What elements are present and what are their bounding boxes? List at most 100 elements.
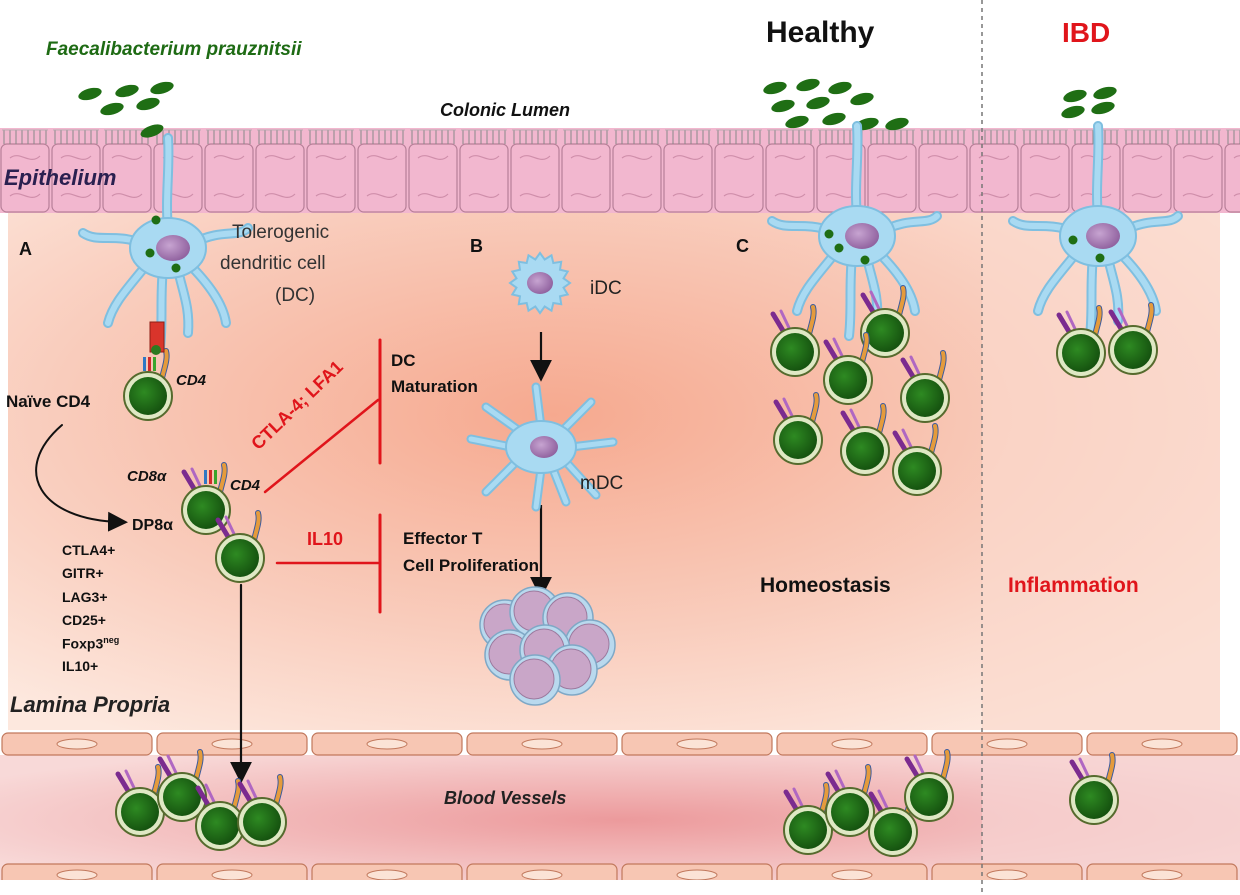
panel-a-letter: A <box>19 239 32 259</box>
bacterium <box>885 117 909 131</box>
ibd-t-cell <box>1056 305 1106 378</box>
mature-dc <box>466 382 618 512</box>
blood-vessels-label: Blood Vessels <box>444 788 567 808</box>
circulating-t-cell <box>237 774 287 847</box>
healthy-t-cell <box>892 423 942 496</box>
bacterium <box>850 92 874 106</box>
dc-label-line3: (DC) <box>275 285 316 306</box>
healthy-circulating-t-cell <box>825 764 875 837</box>
bacterium <box>1093 86 1117 100</box>
ibd-heading: IBD <box>1062 17 1111 48</box>
epithelial-cell <box>204 129 254 213</box>
marker-ctla4: CTLA4+ <box>62 542 116 558</box>
homeostasis-label: Homeostasis <box>760 574 891 597</box>
ibd-t-cell <box>1108 302 1158 375</box>
epithelial-cell <box>459 129 509 213</box>
tcr-complex-dp <box>204 470 217 484</box>
endothelial-cell <box>621 732 773 756</box>
marker-lag3: LAG3+ <box>62 589 108 605</box>
epithelial-cell <box>51 129 101 213</box>
inflammation-label: Inflammation <box>1008 574 1139 597</box>
endothelial-cell <box>311 732 463 756</box>
marker-gitr: GITR+ <box>62 565 104 581</box>
marker-il10: IL10+ <box>62 658 99 674</box>
ibd-circulating-t-cell <box>1069 752 1119 825</box>
bacterium <box>1091 101 1115 115</box>
naive-cd4-t-cell <box>123 348 173 421</box>
bacterium <box>771 99 795 113</box>
bacterium <box>785 115 809 129</box>
dc-label-line2: dendritic cell <box>220 253 326 274</box>
healthy-t-cell <box>860 285 910 358</box>
bacterium <box>136 97 160 111</box>
endothelial-cell <box>156 732 308 756</box>
epithelial-cell <box>102 129 152 213</box>
bacterium <box>115 84 139 98</box>
effector-line2: Cell Proliferation <box>403 556 540 575</box>
ibd-lamina-region <box>982 205 1220 730</box>
endothelial-cell <box>466 732 618 756</box>
panel-b-letter: B <box>470 236 483 256</box>
healthy-circulating-t-cell <box>783 782 833 855</box>
epithelial-cell <box>255 129 305 213</box>
dp8a-treg-cell <box>215 510 265 583</box>
circulating-t-cell <box>115 764 165 837</box>
circulating-t-cell <box>157 749 207 822</box>
endothelial-cell <box>931 732 1083 756</box>
epithelium-label: Epithelium <box>4 165 117 190</box>
naive-cd4-label: Naïve CD4 <box>6 392 91 411</box>
healthy-t-cell <box>770 304 820 377</box>
il10-label: IL10 <box>307 529 344 549</box>
endothelial-cell <box>1086 732 1238 756</box>
immature-dc <box>508 251 572 315</box>
healthy-t-cell <box>900 350 950 423</box>
cd4-label-dp: CD4 <box>230 477 261 494</box>
marker-cd25: CD25+ <box>62 612 106 628</box>
healthy-dendritic-cell <box>767 121 942 341</box>
epithelial-cell <box>1224 129 1240 213</box>
bacterium <box>78 87 102 101</box>
blood-vessel-region <box>0 732 1240 895</box>
epithelium-layer <box>0 128 1240 213</box>
bacterium <box>806 96 830 110</box>
healthy-t-cell <box>823 332 873 405</box>
healthy-heading: Healthy <box>766 16 875 49</box>
tcr-complex <box>143 321 165 371</box>
epithelial-cell <box>612 129 662 213</box>
lamina-propria-label: Lamina Propria <box>10 692 171 717</box>
epithelial-cell <box>510 129 560 213</box>
epithelial-cell <box>663 129 713 213</box>
dc-label-line1: Tolerogenic <box>232 222 330 243</box>
bacterium <box>763 81 787 95</box>
bacterium <box>828 81 852 95</box>
bacterium <box>140 124 164 138</box>
epithelial-cell <box>765 129 815 213</box>
healthy-circulating-t-cell <box>904 749 954 822</box>
epithelial-cell <box>561 129 611 213</box>
dc-maturation-line1: DC <box>391 351 416 370</box>
bacterium <box>1061 105 1085 119</box>
bacterium <box>796 78 820 92</box>
cd8a-label: CD8α <box>127 468 167 485</box>
epithelial-cell <box>1020 129 1070 213</box>
bacterium <box>822 112 846 126</box>
panel-c-letter: C <box>736 236 749 256</box>
epithelial-cell <box>306 129 356 213</box>
ctla4-inhibition-line <box>263 398 380 494</box>
proliferating-t-cell-cluster <box>479 586 616 706</box>
idc-label: iDC <box>590 278 622 299</box>
bacterium <box>1063 89 1087 103</box>
effector-line1: Effector T <box>403 529 483 548</box>
bacterium <box>150 81 174 95</box>
epithelial-cell <box>408 129 458 213</box>
mdc-label: mDC <box>580 473 624 494</box>
epithelial-cell <box>1122 129 1172 213</box>
marker-foxp3: Foxp3neg <box>62 635 120 652</box>
panel-a-arrows <box>35 338 382 784</box>
dp8a-label: DP8α <box>132 517 173 534</box>
epithelial-cell <box>918 129 968 213</box>
epithelial-cell <box>357 129 407 213</box>
bacteria-group <box>78 78 1117 138</box>
colonic-lumen-label: Colonic Lumen <box>440 100 570 120</box>
